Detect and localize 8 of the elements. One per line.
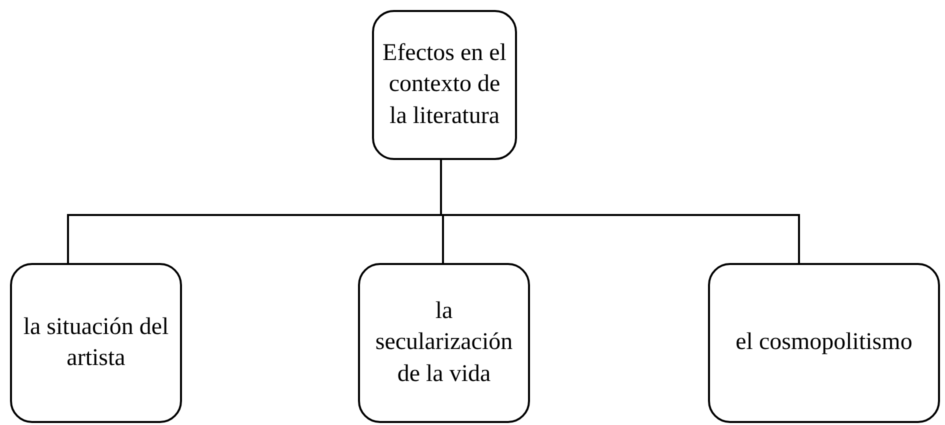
box-text: Efectos en el contexto de la literatura <box>382 39 508 131</box>
box-text: la secularización de la vida <box>374 297 514 389</box>
rounded-box <box>372 10 517 160</box>
rounded-box <box>10 263 182 423</box>
box-text: la situación del artista <box>22 312 170 373</box>
box-text: el cosmopolitismo <box>736 328 912 358</box>
rounded-box <box>708 263 940 423</box>
rounded-box <box>358 263 530 423</box>
